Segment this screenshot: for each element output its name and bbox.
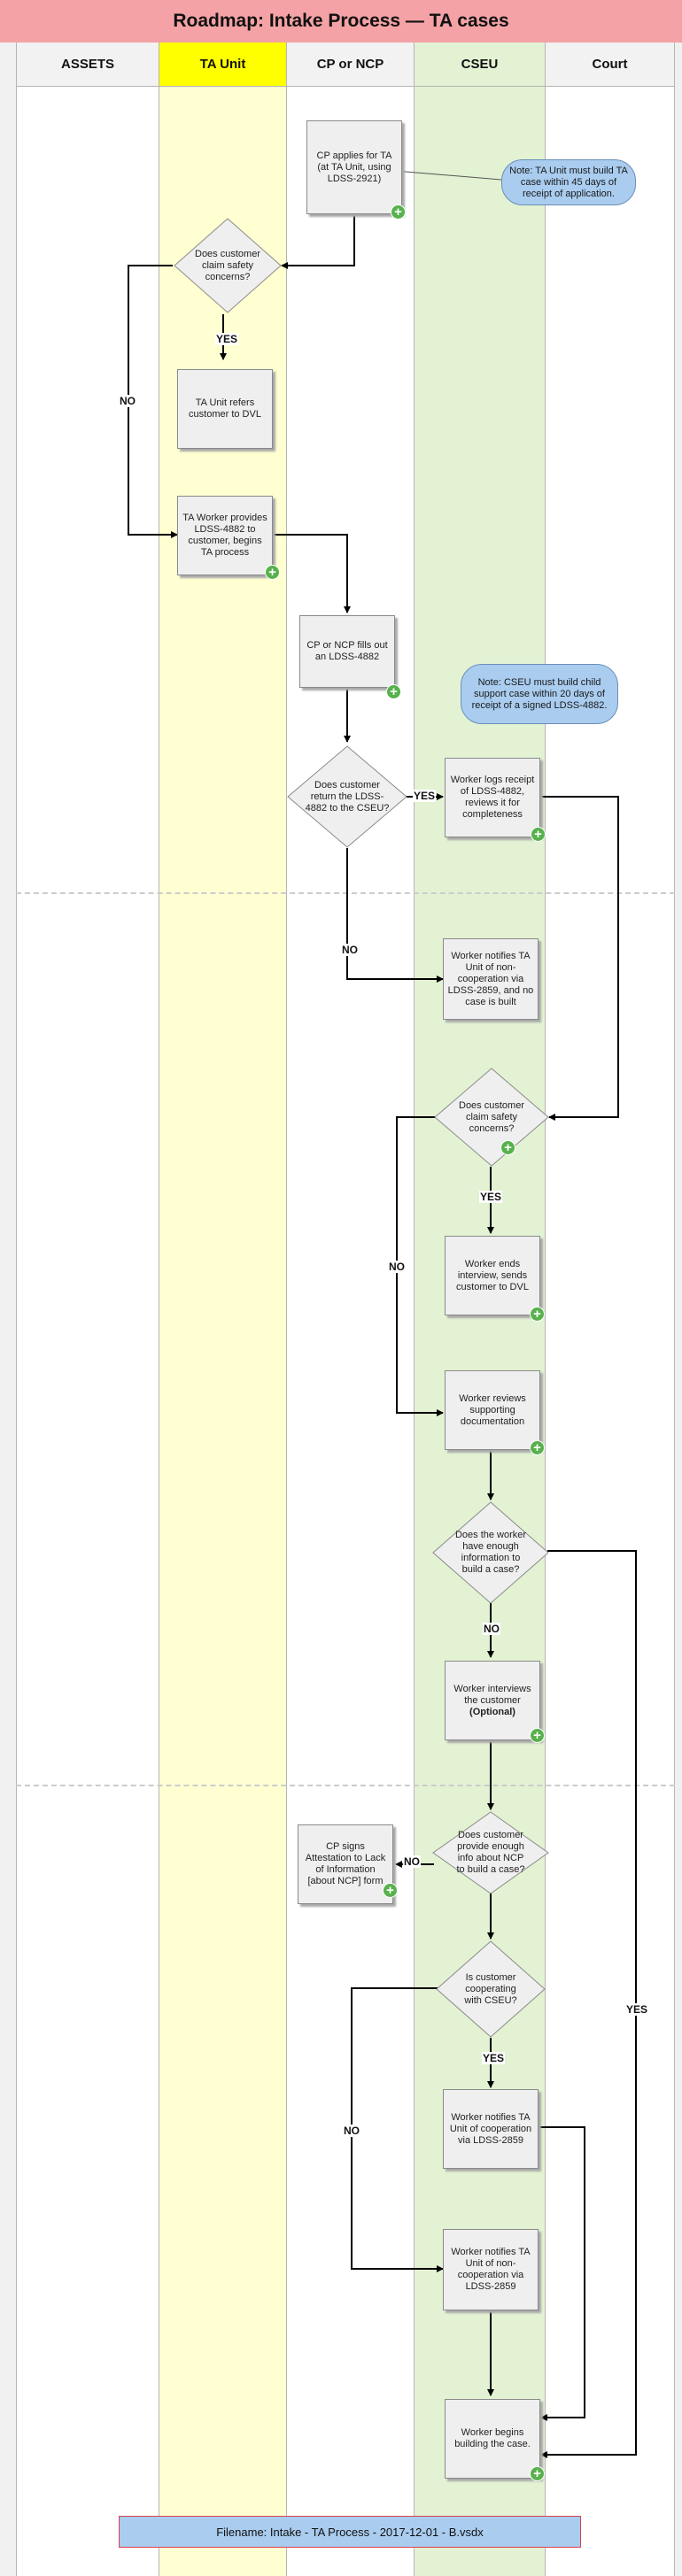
connector	[351, 1987, 444, 2272]
decision-enough-info: Does the worker have enough information …	[432, 1501, 549, 1604]
lane-header-cseu: CSEU	[415, 42, 546, 87]
note-connector	[394, 170, 502, 181]
process-ta-refers: TA Unit refers customer to DVL	[177, 369, 273, 449]
process-notify-coop: Worker notifies TA Unit of cooperation v…	[443, 2089, 539, 2169]
left-margin	[0, 42, 17, 2576]
branch-label-no: NO	[119, 395, 136, 407]
process-cp-applies: CP applies for TA (at TA Unit, using LDS…	[306, 120, 402, 214]
branch-label-yes: YES	[215, 333, 239, 345]
process-ta-worker: TA Worker provides LDSS-4882 to customer…	[177, 496, 273, 575]
process-worker-logs: Worker logs receipt of LDSS-4882, review…	[445, 758, 540, 837]
process-reviews-docs: Worker reviews supporting documentation	[445, 1370, 540, 1450]
right-margin	[675, 42, 682, 2576]
connector	[540, 1550, 637, 2458]
decision-text: Is customer cooperating with CSEU?	[464, 1971, 517, 2006]
process-begins-building: Worker begins building the case.	[445, 2399, 540, 2479]
expand-plus-icon[interactable]: +	[530, 1440, 545, 1455]
note-cseu: Note: CSEU must build child support case…	[461, 664, 618, 724]
decision-return: Does customer return the LDSS-4882 to th…	[287, 745, 407, 848]
page-separator	[16, 892, 675, 894]
interviews-optional: (Optional)	[469, 1706, 515, 1717]
connector	[273, 534, 351, 613]
branch-label-yes: YES	[482, 2052, 506, 2064]
diagram-title: Roadmap: Intake Process — TA cases	[0, 0, 682, 43]
lane-header-cp-ncp: CP or NCP	[287, 42, 415, 87]
process-interviews: Worker interviews the customer (Optional…	[445, 1661, 540, 1740]
process-cp-signs: CP signs Attestation to Lack of Informat…	[298, 1824, 393, 1904]
branch-label-no: NO	[388, 1261, 406, 1273]
decision-text: Does customer return the LDSS-4882 to th…	[305, 779, 390, 814]
connector	[281, 215, 355, 269]
filename-footer: Filename: Intake - TA Process - 2017-12-…	[119, 2516, 581, 2548]
lane-header-assets: ASSETS	[16, 42, 159, 87]
process-notify-noncoop-1: Worker notifies TA Unit of non-cooperati…	[443, 938, 539, 1020]
expand-plus-icon[interactable]: +	[386, 684, 401, 699]
expand-plus-icon[interactable]: +	[500, 1140, 515, 1155]
process-cp-fills: CP or NCP fills out an LDSS-4882	[299, 615, 395, 688]
branch-label-no: NO	[343, 2125, 360, 2137]
interviews-text: Worker interviews the customer	[453, 1683, 531, 1706]
decision-text: Does customer claim safety concerns?	[459, 1099, 524, 1134]
decision-provide-info: Does customer provide enough info about …	[432, 1811, 549, 1894]
connector	[346, 848, 444, 983]
expand-plus-icon[interactable]: +	[531, 827, 546, 842]
lane-court	[546, 87, 675, 2576]
expand-plus-icon[interactable]: +	[530, 2466, 545, 2481]
decision-safety-1: Does customer claim safety concerns?	[174, 218, 282, 313]
process-notify-noncoop-2: Worker notifies TA Unit of non-cooperati…	[443, 2229, 539, 2310]
branch-label-yes: YES	[413, 790, 437, 802]
note-ta-unit: Note: TA Unit must build TA case within …	[501, 159, 636, 205]
decision-cooperating: Is customer cooperating with CSEU?	[436, 1940, 546, 2038]
decision-text: Does the worker have enough information …	[454, 1530, 527, 1575]
expand-plus-icon[interactable]: +	[265, 565, 280, 580]
expand-plus-icon[interactable]: +	[530, 1307, 545, 1322]
expand-plus-icon[interactable]: +	[383, 1883, 398, 1898]
connector	[540, 796, 619, 1121]
page-separator	[16, 1785, 675, 1786]
connector	[539, 2126, 585, 2421]
decision-safety-2: Does customer claim safety concerns?	[434, 1068, 549, 1167]
expand-plus-icon[interactable]: +	[530, 1728, 545, 1743]
decision-text: Does customer provide enough info about …	[456, 1830, 525, 1875]
branch-label-no: NO	[341, 944, 359, 956]
expand-plus-icon[interactable]: +	[391, 204, 406, 220]
process-ends-interview: Worker ends interview, sends customer to…	[445, 1236, 540, 1315]
branch-label-no: NO	[403, 1855, 421, 1868]
branch-label-yes: YES	[625, 2003, 649, 2016]
lane-header-court: Court	[546, 42, 675, 87]
branch-label-yes: YES	[479, 1191, 503, 1203]
lane-header-ta-unit: TA Unit	[159, 42, 287, 87]
lane-assets	[16, 87, 159, 2576]
decision-text: Does customer claim safety concerns?	[195, 248, 260, 282]
branch-label-no: NO	[483, 1623, 500, 1635]
